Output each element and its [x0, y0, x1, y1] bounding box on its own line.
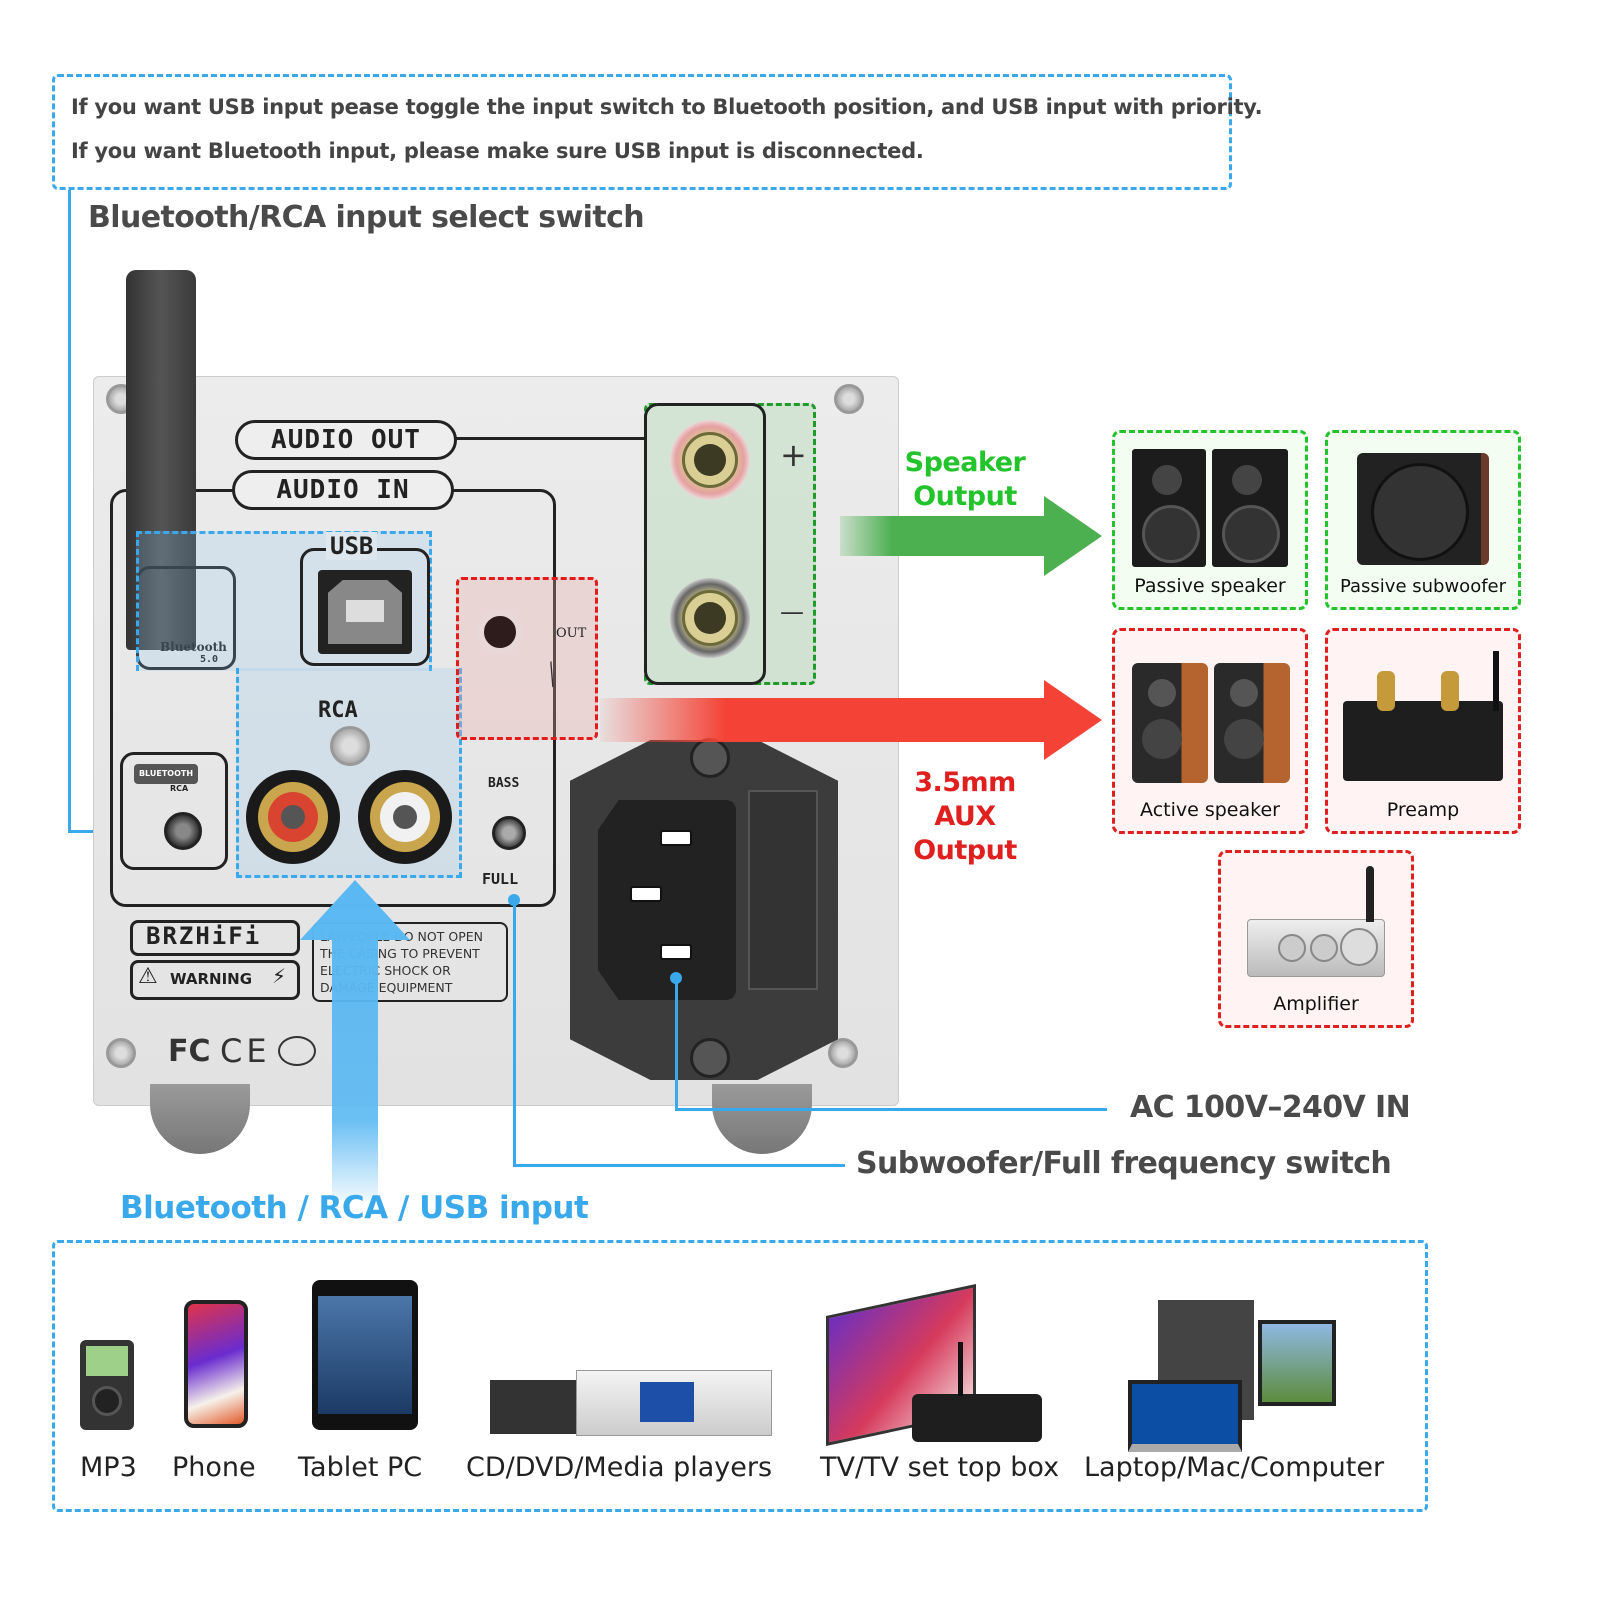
source-mp3-label: MP3: [80, 1452, 137, 1483]
brand-logo: BRZHiFi: [146, 922, 262, 950]
set-top-box-image: [912, 1342, 1042, 1442]
caution-frame: [312, 922, 508, 1002]
sub-full-leader-h: [513, 1164, 845, 1167]
audio-in-label: AUDIO IN: [232, 470, 454, 510]
aux-output-title-l1: 3.5mm AUX: [914, 767, 1016, 832]
source-phone-label: Phone: [172, 1452, 256, 1483]
amplifier-label: Amplifier: [1273, 993, 1359, 1015]
note-line-bluetooth: If you want Bluetooth input, please make…: [71, 139, 924, 163]
speaker-output-title: Speaker Output: [880, 446, 1050, 514]
usb-priority-note: If you want USB input pease toggle the i…: [52, 74, 1263, 190]
screw-icon: [690, 1038, 730, 1078]
source-tablet-label: Tablet PC: [298, 1452, 423, 1483]
rubber-foot: [150, 1084, 250, 1154]
bluetooth-version-label: 5.0: [200, 654, 219, 665]
speaker-output-title-l2: Output: [913, 481, 1017, 512]
audio-out-line: [456, 437, 644, 440]
audio-out-label: AUDIO OUT: [235, 420, 457, 460]
iec-pin: [630, 886, 662, 902]
rca-label: RCA: [318, 698, 358, 723]
bluetooth-port-label: Bluetooth: [160, 640, 227, 654]
speaker-output-title-l1: Speaker: [904, 447, 1026, 478]
iec-pin: [660, 830, 692, 846]
tablet-image: [312, 1280, 418, 1430]
passive-subwoofer-label: Passive subwoofer: [1339, 576, 1507, 597]
screw-icon: [828, 1038, 858, 1068]
fcc-logo: FC: [168, 1034, 211, 1069]
passive-speaker-card: Passive speaker: [1112, 430, 1308, 610]
speaker-output-arrow: [840, 496, 1102, 576]
sub-full-leader: [513, 898, 516, 1166]
aux-out-label: OUT: [556, 626, 587, 641]
iec-pin: [660, 944, 692, 960]
high-voltage-icon: ⚡: [272, 964, 287, 988]
brand-frame: [130, 920, 300, 956]
laptop-image: [1128, 1380, 1242, 1452]
aux-output-zone: [456, 577, 598, 740]
bass-label: BASS: [488, 776, 520, 791]
aux-3-5mm-jack[interactable]: [478, 610, 522, 654]
negative-label: —: [780, 598, 804, 626]
passive-speaker-image: [1128, 449, 1292, 567]
passive-subwoofer-card: Passive subwoofer: [1325, 430, 1521, 610]
warning-triangle-icon: ⚠: [138, 964, 158, 989]
input-select-toggle[interactable]: [164, 812, 202, 850]
rca-jack-right[interactable]: [246, 770, 340, 864]
screw-icon: [690, 738, 730, 778]
sub-full-switch-label: Subwoofer/Full frequency switch: [856, 1146, 1392, 1181]
full-label: FULL: [482, 870, 519, 888]
ac-in-leader-h: [675, 1108, 1107, 1111]
media-player-image: [490, 1370, 772, 1440]
switch-rca-label: RCA: [170, 784, 189, 793]
aux-output-title: 3.5mm AUX Output: [880, 766, 1050, 868]
input-select-switch-label: Bluetooth/RCA input select switch: [88, 200, 645, 235]
inputs-title: Bluetooth / RCA / USB input: [120, 1190, 589, 1226]
input-sources-box: [52, 1240, 1428, 1512]
fuse-holder: [748, 790, 818, 990]
ce-logo: CE: [220, 1032, 271, 1070]
rubber-foot: [712, 1084, 812, 1154]
input-select-switch-frame: [120, 752, 228, 870]
preamp-image: [1343, 651, 1503, 781]
usb-label: USB: [326, 532, 378, 560]
active-speaker-label: Active speaker: [1140, 799, 1280, 821]
speaker-terminal-frame: [644, 403, 766, 685]
input-arrow: [300, 880, 410, 1200]
monitor-image: [1258, 1320, 1336, 1406]
input-switch-leader: [68, 190, 71, 832]
preamp-card: Preamp: [1325, 628, 1521, 834]
amplifier-image: [1247, 866, 1385, 977]
screw-icon: [106, 1038, 136, 1068]
phone-image: [184, 1300, 248, 1428]
positive-label: +: [780, 436, 807, 474]
warning-frame: [130, 960, 300, 1000]
note-line-usb: If you want USB input pease toggle the i…: [71, 95, 1263, 119]
rca-jack-left[interactable]: [358, 770, 452, 864]
source-tv-label: TV/TV set top box: [820, 1452, 1060, 1483]
switch-bluetooth-label: BLUETOOTH: [134, 764, 198, 784]
source-media-player-label: CD/DVD/Media players: [466, 1452, 773, 1483]
active-speaker-image: [1128, 663, 1292, 783]
active-speaker-card: Active speaker: [1112, 628, 1308, 834]
screw-icon: [834, 384, 864, 414]
aux-output-title-l2: Output: [913, 835, 1017, 866]
passive-subwoofer-image: [1357, 453, 1489, 565]
preamp-label: Preamp: [1386, 799, 1460, 821]
mp3-player-image: [80, 1340, 134, 1430]
speaker-terminal-negative[interactable]: [670, 578, 750, 658]
aux-output-arrow: [600, 680, 1102, 760]
passive-speaker-label: Passive speaker: [1134, 575, 1286, 597]
ac-input-label: AC 100V–240V IN: [1130, 1090, 1411, 1125]
screw-icon: [330, 726, 370, 766]
usb-b-port[interactable]: [318, 570, 412, 654]
warning-label: WARNING: [170, 970, 253, 988]
amplifier-card: Amplifier: [1218, 850, 1414, 1028]
ccc-logo: [278, 1036, 316, 1066]
speaker-terminal-positive[interactable]: [670, 420, 750, 500]
bass-full-toggle[interactable]: [492, 816, 526, 850]
ac-in-leader: [675, 978, 678, 1110]
source-computer-label: Laptop/Mac/Computer: [1084, 1452, 1385, 1483]
